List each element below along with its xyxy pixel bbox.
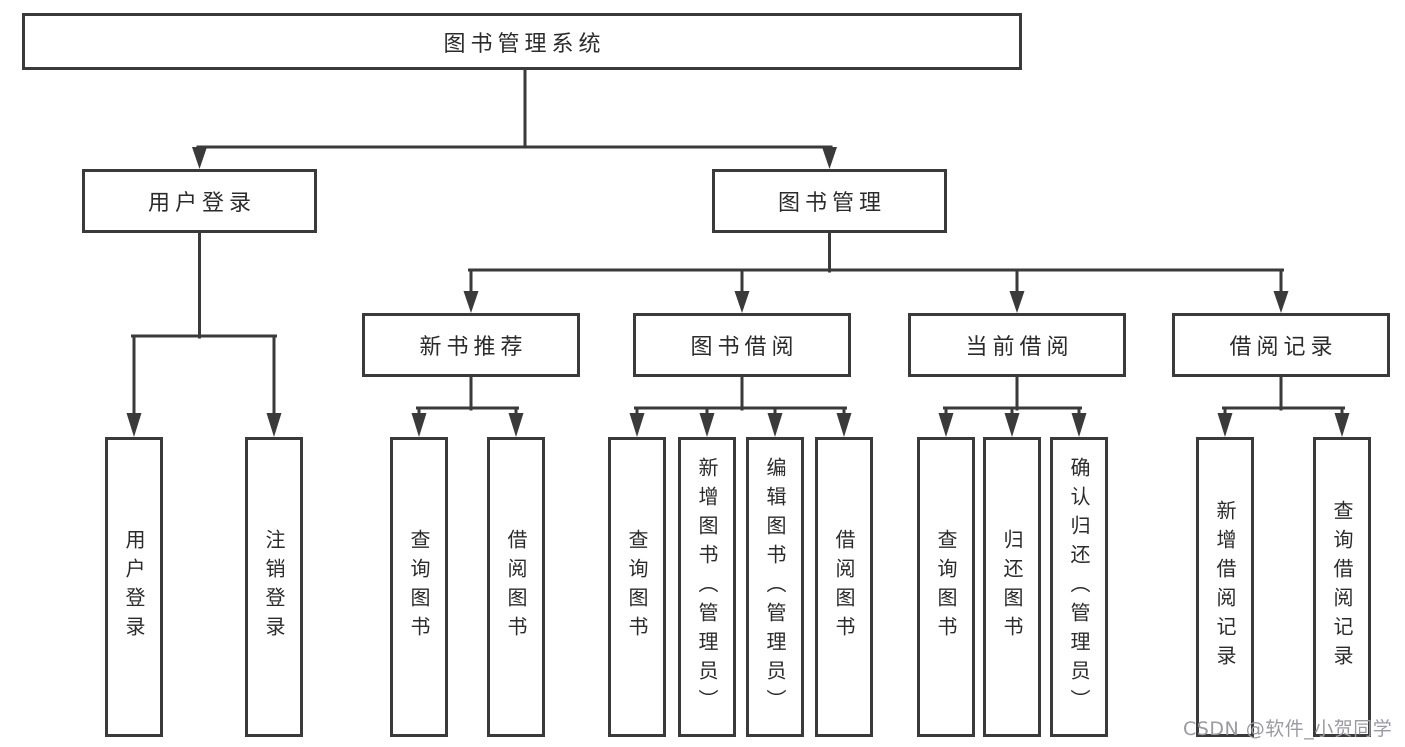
leaf-add-book-admin: 新增图书（管理员）: [678, 437, 736, 737]
node-label: 借阅图书: [832, 529, 856, 645]
node-label: 用户登录: [122, 529, 146, 645]
node-new-book-recommend: 新书推荐: [362, 313, 580, 377]
node-label: 借阅记录: [1229, 335, 1338, 360]
leaf-query-book-current: 查询图书: [917, 437, 975, 737]
leaf-borrow-book: 借阅图书: [815, 437, 873, 737]
node-label: 查询图书: [407, 529, 431, 645]
node-book-management: 图书管理: [712, 169, 947, 233]
node-label: 新增图书（管理员）: [695, 456, 719, 718]
leaf-query-book-recommend: 查询图书: [390, 437, 448, 737]
leaf-return-book: 归还图书: [983, 437, 1041, 737]
node-book-borrowing: 图书借阅: [633, 313, 851, 377]
leaf-add-borrow-record: 新增借阅记录: [1196, 437, 1254, 737]
arrowheads: [126, 147, 1350, 437]
node-label: 用户登录: [147, 191, 256, 216]
node-label: 编辑图书（管理员）: [763, 456, 787, 718]
leaf-query-borrow-record: 查询借阅记录: [1313, 437, 1371, 737]
node-label: 归还图书: [1000, 529, 1024, 645]
node-label: 新书推荐: [419, 335, 528, 360]
node-label: 查询借阅记录: [1330, 500, 1354, 674]
node-label: 查询图书: [625, 529, 649, 645]
node-borrowing-records: 借阅记录: [1172, 313, 1390, 377]
node-label: 图书管理系统: [443, 31, 606, 57]
node-label: 图书管理: [777, 191, 886, 216]
node-label: 借阅图书: [504, 529, 528, 645]
connector-lines: [131, 68, 1345, 419]
node-label: 注销登录: [262, 529, 286, 645]
leaf-query-book-borrow: 查询图书: [608, 437, 666, 737]
node-user-login: 用户登录: [82, 169, 317, 233]
leaf-borrow-book-recommend: 借阅图书: [487, 437, 545, 737]
leaf-confirm-return-admin: 确认归还（管理员）: [1050, 437, 1108, 737]
leaf-user-login: 用户登录: [105, 437, 163, 737]
leaf-logout: 注销登录: [245, 437, 303, 737]
node-label: 确认归还（管理员）: [1067, 456, 1091, 718]
node-label: 图书借阅: [690, 335, 799, 360]
node-label: 当前借阅: [965, 335, 1074, 360]
leaf-edit-book-admin: 编辑图书（管理员）: [746, 437, 804, 737]
node-current-borrowing: 当前借阅: [908, 313, 1126, 377]
node-label: 新增借阅记录: [1213, 500, 1237, 674]
node-label: 查询图书: [934, 529, 958, 645]
csdn-watermark: CSDN @软件_小贺同学: [1183, 718, 1393, 740]
node-library-management-system: 图书管理系统: [22, 13, 1022, 70]
